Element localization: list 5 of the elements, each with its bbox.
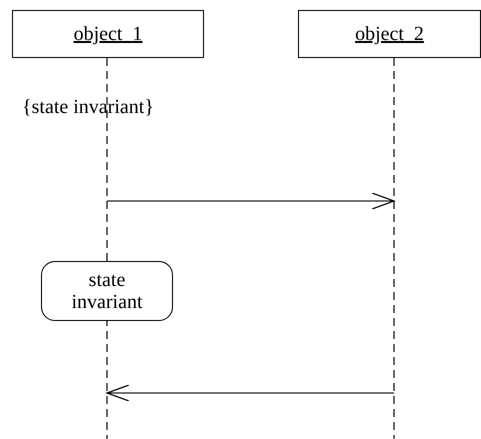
message-arrow xyxy=(107,192,395,210)
object-box: object_2 xyxy=(298,10,481,58)
object-box: object_1 xyxy=(12,10,204,58)
constraint-label: {state invariant} xyxy=(22,96,154,119)
message-arrow xyxy=(106,384,394,402)
